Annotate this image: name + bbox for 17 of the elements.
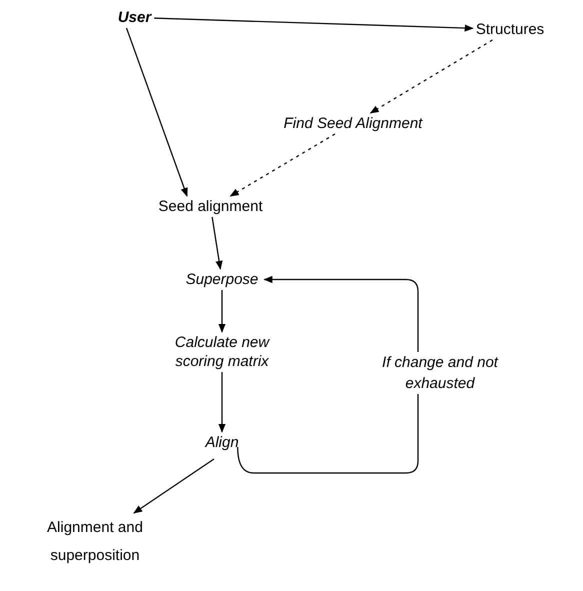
loop-arrow	[237, 276, 419, 474]
arrow	[154, 18, 474, 32]
step-label: Find Seed Alignment	[268, 114, 438, 133]
arrow	[126, 28, 188, 197]
step-label: Superpose	[178, 270, 266, 289]
step-label: Structures	[465, 20, 555, 39]
step-label: Alignment and superposition	[45, 514, 145, 570]
arrow	[133, 458, 214, 514]
step-label: Seed alignment	[148, 197, 273, 216]
step-label: Calculate new scoring matrix	[152, 333, 292, 371]
step-label: Align	[197, 433, 247, 452]
arrow	[218, 290, 226, 333]
dashed-arrow	[370, 39, 493, 114]
step-label: User	[112, 8, 157, 27]
dashed-arrow	[230, 133, 336, 197]
arrow	[218, 372, 226, 433]
arrow	[212, 216, 223, 270]
